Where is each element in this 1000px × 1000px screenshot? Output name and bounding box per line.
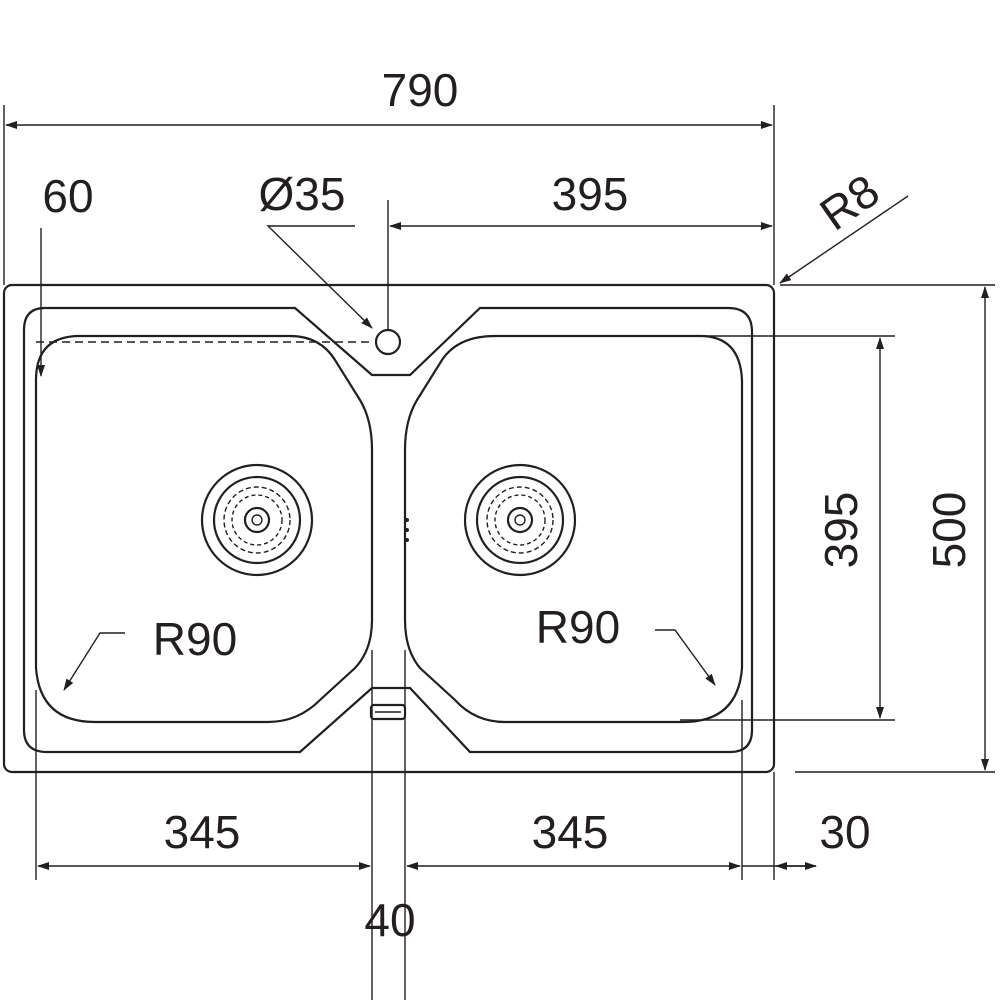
label-bowl-depth: 395 (815, 492, 867, 569)
label-corner-radius: R8 (810, 164, 888, 240)
left-bowl (34, 334, 374, 724)
label-overall-depth: 500 (923, 492, 975, 569)
label-left-radius: R90 (153, 613, 237, 665)
label-overall-width: 790 (382, 64, 459, 116)
label-offset-top: 60 (42, 170, 93, 222)
label-left-bowl-width: 345 (164, 806, 241, 858)
tap-hole (374, 328, 402, 356)
label-right-bowl-width: 345 (532, 806, 609, 858)
right-bowl (403, 334, 744, 724)
label-edge-margin: 30 (819, 806, 870, 858)
leader-r8 (779, 195, 909, 284)
right-drain (463, 463, 577, 577)
sink-outer-frame (2, 283, 776, 774)
label-divider-width: 40 (364, 894, 415, 946)
label-tap-hole-to-edge: 395 (552, 168, 629, 220)
label-tap-hole-diameter: Ø35 (259, 168, 346, 220)
extension-lines (3, 105, 995, 1000)
sink-inner-rim (22, 306, 754, 754)
leader-diameter (266, 225, 373, 329)
sink-body (2, 283, 776, 774)
leader-r90-right (655, 629, 716, 686)
divider-marker (405, 528, 409, 532)
divider-marker (405, 518, 409, 522)
leader-r90-left (63, 632, 125, 691)
label-right-radius: R90 (536, 601, 620, 653)
left-drain (200, 463, 314, 577)
divider-marker (405, 538, 409, 542)
